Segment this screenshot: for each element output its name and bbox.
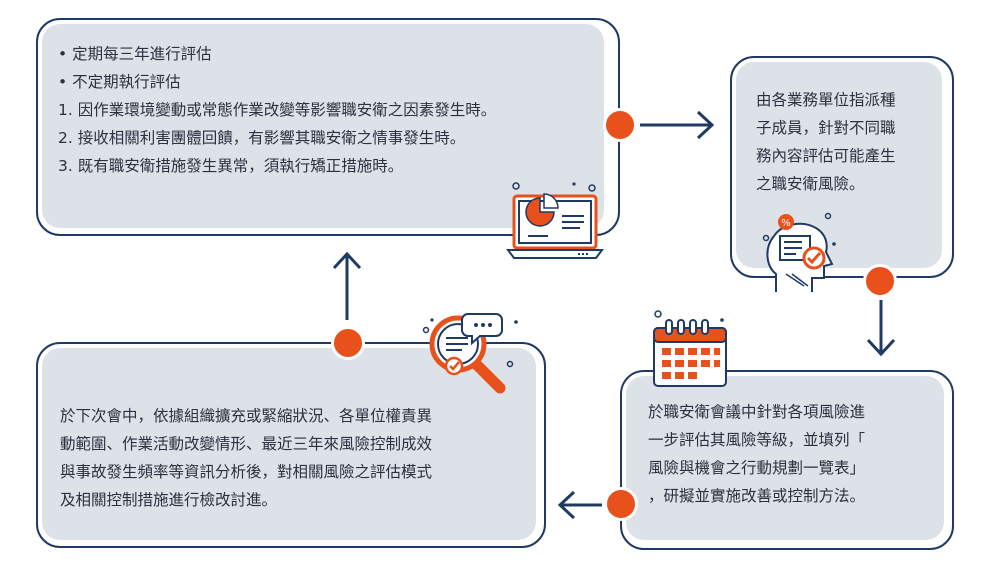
text-line: 於下次會中，依據組織擴充或緊縮狀況、各單位權責異 — [60, 407, 433, 425]
text-line: 風險與機會之行動規劃一覽表」 — [648, 459, 866, 477]
arrow-down — [866, 300, 896, 357]
text-line: 與事故發生頻率等資訊分析後，對相關風險之評估模式 — [60, 463, 433, 481]
connector-dot-top — [603, 108, 637, 142]
text-line: 於職安衛會議中針對各項風險進 — [648, 403, 866, 421]
bottom-left-panel — [42, 348, 536, 540]
head-checklist-icon: % — [762, 212, 836, 292]
calendar-icon — [653, 310, 727, 387]
text-line: 1. 因作業環境變動或常態作業改變等影響職安衛之因素發生時。 — [58, 101, 497, 119]
text-line: 動範圍、作業活動改變情形、最近三年來風險控制成效 — [60, 435, 433, 453]
text-line: ，研擬並實施改善或控制方法。 — [648, 487, 866, 505]
arrow-up — [332, 251, 362, 320]
text-line: 由各業務單位指派種 — [756, 91, 896, 109]
text-line: 務內容評估可能產生 — [756, 147, 896, 165]
arrow-left — [557, 490, 602, 520]
text-line: 2. 接收相關利害團體回饋，有影響其職安衛之情事發生時。 — [58, 129, 466, 147]
text-line: 子成員，針對不同職 — [756, 119, 896, 137]
top-left-panel — [42, 24, 604, 228]
bottom-right-panel — [626, 376, 944, 540]
top-left-text: • 定期每三年進行評估 • 不定期執行評估 1. 因作業環境變動或常態作業改變等… — [58, 40, 496, 180]
text-line: 3. 既有職安衛措施發生異常，須執行矯正措施時。 — [58, 157, 404, 175]
text-line: • 定期每三年進行評估 — [58, 45, 212, 63]
arrow-right — [640, 110, 715, 140]
connector-dot-bottom — [604, 487, 638, 521]
top-right-panel — [736, 62, 942, 268]
bottom-left-text: 於下次會中，依據組織擴充或緊縮狀況、各單位權責異 動範圍、作業活動改變情形、最近… — [60, 402, 432, 514]
bottom-right-text: 於職安衛會議中針對各項風險進 一步評估其風險等級，並填列「 風險與機會之行動規劃… — [648, 398, 865, 510]
text-line: 之職安衛風險。 — [756, 175, 865, 193]
magnifier-chat-icon — [422, 313, 518, 394]
text-line: 及相關控制措施進行檢改討進。 — [60, 491, 278, 509]
text-line: 一步評估其風險等級，並填列「 — [648, 431, 866, 449]
connector-dot-right — [863, 264, 897, 298]
laptop-chart-icon — [506, 182, 604, 259]
text-line: • 不定期執行評估 — [58, 73, 181, 91]
connector-dot-left — [331, 326, 365, 360]
svg-text:%: % — [781, 218, 791, 229]
top-right-text: 由各業務單位指派種 子成員，針對不同職 務內容評估可能產生 之職安衛風險。 — [756, 86, 896, 198]
